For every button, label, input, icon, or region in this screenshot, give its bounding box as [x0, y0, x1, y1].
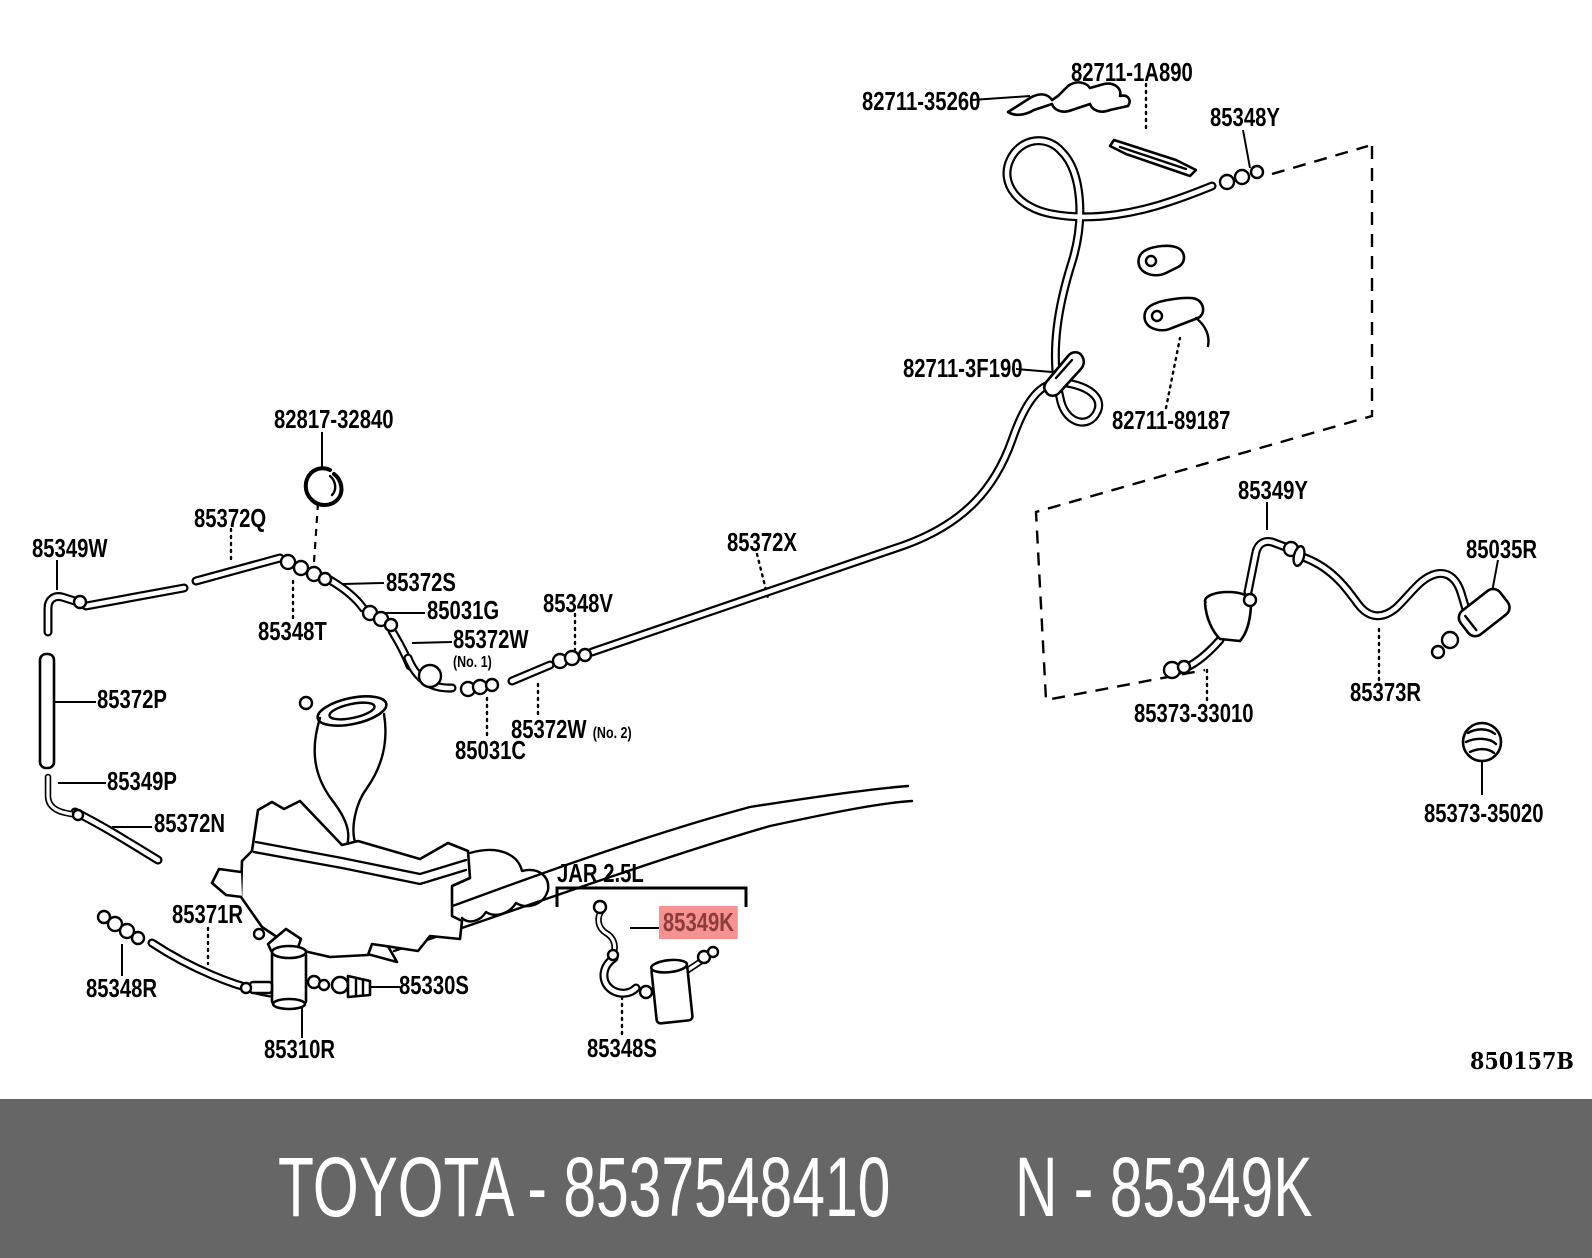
connectors	[71, 164, 1306, 962]
jar-inset-bracket	[555, 886, 748, 907]
footer-bar: TOYOTA - 8537548410 N - 85349K	[0, 1099, 1592, 1258]
part-label-85372w-no-2: 85372W(No. 2)	[511, 714, 632, 744]
part-label-85031g: 85031G	[427, 595, 500, 625]
part-label-85372w-no-1: 85372W(No. 1)	[453, 624, 529, 671]
part-label-85348s: 85348S	[587, 1033, 657, 1063]
footer-brand-part-number: TOYOTA - 8537548410	[278, 1140, 891, 1234]
part-label-82817-32840: 82817-32840	[274, 404, 394, 434]
part-label-85372q: 85372Q	[194, 503, 267, 533]
washer-reservoir	[210, 695, 550, 959]
parts	[38, 81, 1511, 1025]
part-label-85310r: 85310R	[264, 1034, 336, 1064]
part-label-82711-89187: 82711-89187	[1112, 405, 1231, 435]
part-label-82711-1a890: 82711-1A890	[1071, 57, 1193, 87]
part-label-85348y: 85348Y	[1210, 102, 1280, 132]
part-label-85371r: 85371R	[172, 899, 244, 929]
part-label-85372p: 85372P	[97, 684, 167, 714]
part-label-85373-33010: 85373-33010	[1134, 698, 1254, 728]
panel-dashed-outline	[312, 144, 1374, 702]
hose-bracket-35260	[1006, 81, 1131, 117]
part-label-85031c: 85031C	[455, 735, 527, 765]
tube-85372p	[38, 652, 56, 770]
part-label-85330s: 85330S	[399, 970, 469, 1000]
footer-reference-number: N - 85349K	[1015, 1140, 1313, 1234]
part-label-85348r: 85348R	[86, 973, 158, 1003]
hose-clamp-32840	[303, 466, 344, 507]
pump-grommet-85330s	[330, 974, 372, 999]
part-label-85035r: 85035R	[1466, 534, 1538, 564]
part-label-85349p: 85349P	[107, 766, 177, 796]
hose-clip-3f190	[1042, 350, 1086, 398]
part-label-82711-3f190: 82711-3F190	[903, 353, 1023, 383]
diagram-code: 850157B	[1470, 1048, 1574, 1075]
part-label-85372s: 85372S	[386, 567, 456, 597]
part-label-85373r: 85373R	[1350, 677, 1422, 707]
part-label-85348t: 85348T	[258, 616, 327, 646]
diagram-drawing	[38, 81, 1511, 1038]
part-label-85372n: 85372N	[154, 808, 226, 838]
washer-pump-85310r	[239, 927, 331, 1011]
part-label-85349y: 85349Y	[1238, 475, 1308, 505]
part-label-85349w: 85349W	[32, 533, 108, 563]
washer-nozzle-85035r	[1457, 587, 1511, 638]
part-label-jar-2-5l: JAR 2.5L	[557, 858, 644, 888]
jar-pump	[649, 958, 694, 1025]
part-label-85349k[interactable]: 85349K	[659, 906, 738, 939]
leader-lines	[55, 82, 1499, 1038]
part-label-85348v: 85348V	[543, 588, 613, 618]
part-label-85372x: 85372X	[727, 527, 797, 557]
part-label-85373-35020: 85373-35020	[1424, 798, 1544, 828]
part-label-82711-35260: 82711-35260	[862, 86, 981, 116]
